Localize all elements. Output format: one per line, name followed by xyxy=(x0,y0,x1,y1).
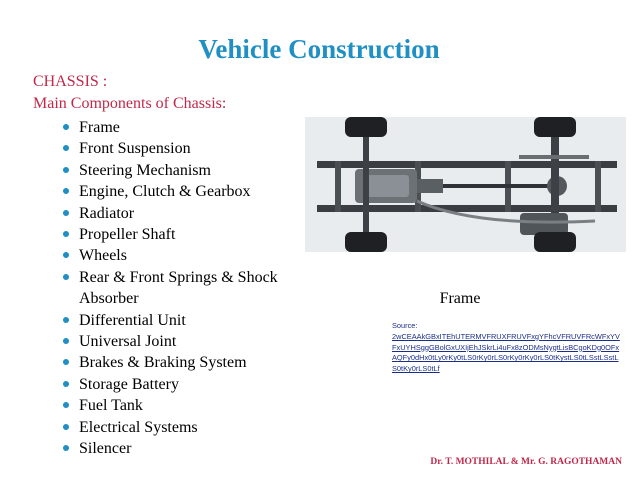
list-item: Silencer xyxy=(63,438,319,459)
components-list: Frame Front Suspension Steering Mechanis… xyxy=(63,117,319,460)
list-item: Storage Battery xyxy=(63,374,319,395)
list-item: Radiator xyxy=(63,203,319,224)
source-label: Source: xyxy=(392,321,418,330)
list-item: Steering Mechanism xyxy=(63,160,319,181)
list-item: Rear & Front Springs & Shock Absorber xyxy=(63,267,319,310)
list-item: Universal Joint xyxy=(63,331,319,352)
list-item: Wheels xyxy=(63,245,319,266)
list-item: Differential Unit xyxy=(63,310,319,331)
list-item: Fuel Tank xyxy=(63,395,319,416)
list-item: Frame xyxy=(63,117,319,138)
image-source: Source: 2wCEAAkGBxITEhUTERMVFRUXFRUVFxgY… xyxy=(392,321,622,375)
author-footer: Dr. T. MOTHILAL & Mr. G. RAGOTHAMAN xyxy=(430,457,622,467)
list-item: Engine, Clutch & Gearbox xyxy=(63,181,319,202)
list-item: Brakes & Braking System xyxy=(63,352,319,373)
list-item: Electrical Systems xyxy=(63,417,319,438)
chassis-image xyxy=(305,117,626,252)
figure-caption: Frame xyxy=(439,290,481,307)
slide-title: Vehicle Construction xyxy=(198,34,440,64)
source-link[interactable]: 2wCEAAkGBxITEhUTERMVFRUXFRUVFxgYFhcVFRUV… xyxy=(392,331,620,374)
subsection-heading: Main Components of Chassis: xyxy=(33,95,227,112)
list-item: Propeller Shaft xyxy=(63,224,319,245)
section-heading: CHASSIS : xyxy=(33,73,108,90)
list-item: Front Suspension xyxy=(63,138,319,159)
